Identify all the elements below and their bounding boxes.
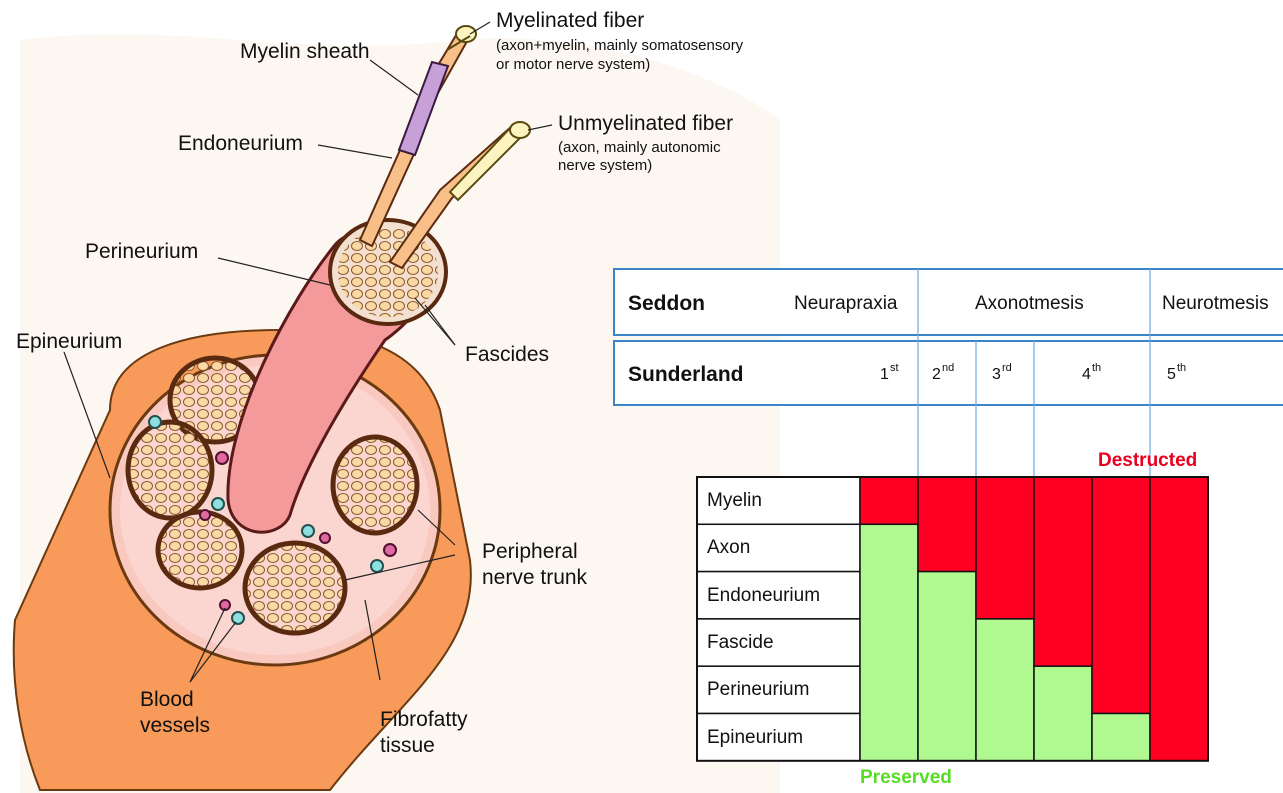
preserved-bar-grade-4 [1034, 666, 1092, 761]
row-label-axon: Axon [707, 537, 750, 559]
row-label-myelin: Myelin [707, 490, 762, 512]
preserved-bar-grade-3 [976, 619, 1034, 761]
preserved-bar-grade-5 [1092, 714, 1150, 761]
destructed-bar-grade-2 [918, 477, 976, 572]
row-label-endoneurium: Endoneurium [707, 585, 820, 607]
destructed-bar-grade-5 [1092, 477, 1150, 714]
row-label-fascide: Fascide [707, 632, 774, 654]
row-label-epineurium: Epineurium [707, 727, 803, 749]
destructed-bar-grade-4 [1034, 477, 1092, 666]
destructed-bar-grade-6 [1150, 477, 1208, 761]
preserved-bar-grade-2 [918, 572, 976, 761]
destructed-bar-grade-3 [976, 477, 1034, 619]
preserved-bar-grade-1 [860, 524, 918, 761]
row-label-perineurium: Perineurium [707, 679, 809, 701]
destructed-bar-grade-1 [860, 477, 918, 524]
